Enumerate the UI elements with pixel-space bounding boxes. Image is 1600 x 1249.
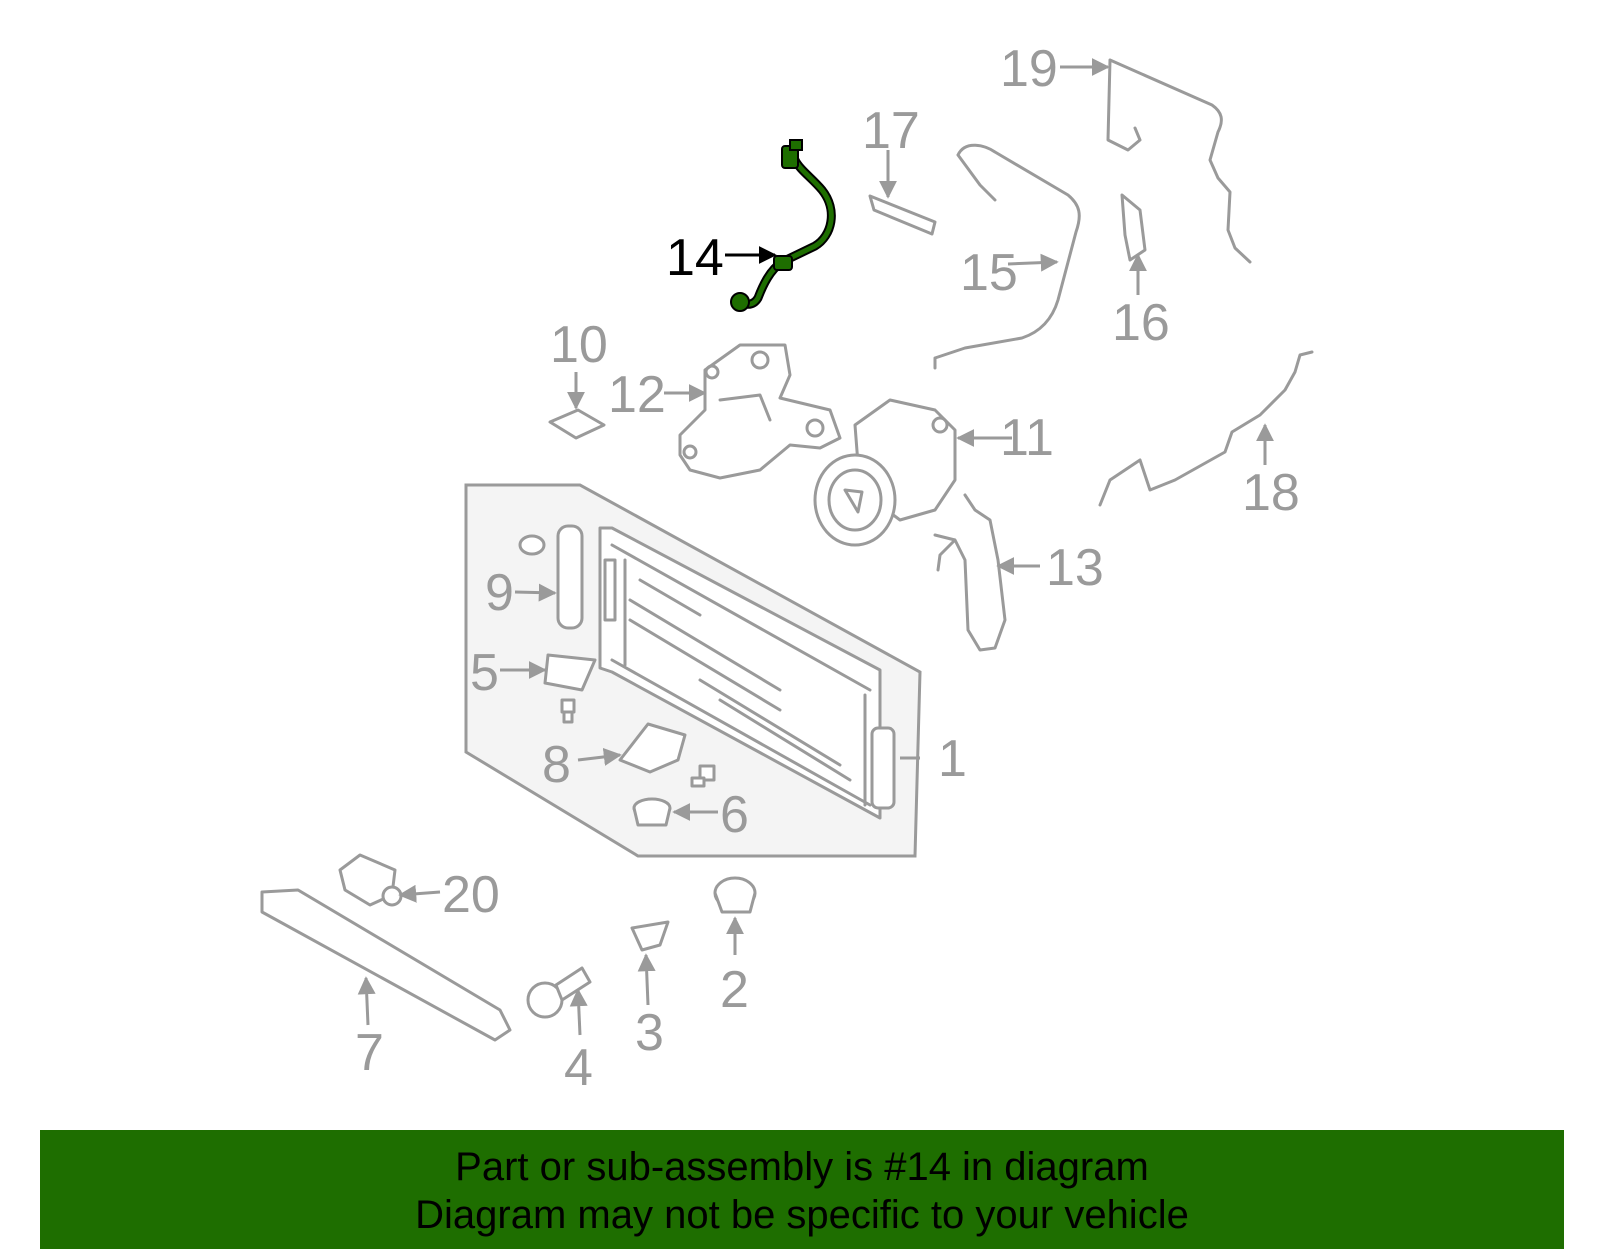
clip-part-3 (630, 920, 670, 952)
callout-15: 15 (960, 244, 1018, 302)
leader-lines (357, 58, 1274, 1036)
clip-part-17 (868, 194, 937, 236)
parts-diagram: 1 2 3 4 5 6 7 8 9 10 11 12 13 14 15 16 1… (260, 40, 1314, 1097)
line-part-13 (933, 493, 1007, 652)
callout-5: 5 (470, 644, 499, 702)
callout-2: 2 (720, 961, 749, 1019)
line-part-15 (933, 143, 1081, 370)
banner-line-1: Part or sub-assembly is #14 in diagram (455, 1145, 1149, 1189)
receiver-drier (518, 524, 584, 630)
ac-compressor (813, 398, 957, 547)
callout-3: 3 (635, 1004, 664, 1062)
callout-20: 20 (442, 866, 500, 924)
callout-6: 6 (720, 786, 749, 844)
label-part-10 (548, 408, 606, 440)
callout-13: 13 (1046, 539, 1104, 597)
callout-16: 16 (1112, 294, 1170, 352)
cap-part-6 (632, 797, 672, 827)
banner-line-2: Diagram may not be specific to your vehi… (415, 1193, 1189, 1237)
highlighted-hose-part-14 (730, 139, 836, 312)
compressor-bracket (678, 343, 842, 480)
callout-8: 8 (542, 736, 571, 794)
callout-14: 14 (666, 229, 724, 287)
callout-1: 1 (938, 730, 967, 788)
callout-4: 4 (564, 1039, 593, 1097)
bolt-part-4 (526, 966, 592, 1019)
callout-10: 10 (550, 316, 608, 374)
bolt-small (560, 698, 576, 724)
callout-19: 19 (1000, 40, 1058, 98)
pressure-switch (338, 853, 403, 907)
bracket-part-8 (618, 722, 687, 774)
callout-12: 12 (608, 366, 666, 424)
line-part-18 (1098, 350, 1314, 507)
callout-11: 11 (1000, 409, 1054, 467)
bushing-part-2 (713, 876, 757, 914)
line-part-19 (1106, 58, 1252, 264)
condenser-core (598, 526, 896, 820)
callout-7: 7 (355, 1024, 384, 1082)
callout-18: 18 (1242, 464, 1300, 522)
label-part-16 (1120, 193, 1147, 262)
seal-strip-part-7 (260, 888, 512, 1042)
info-banner: Part or sub-assembly is #14 in diagram D… (40, 1130, 1564, 1249)
callout-9: 9 (485, 564, 514, 622)
callout-17: 17 (862, 102, 920, 160)
bolt-part-8 (690, 764, 716, 788)
